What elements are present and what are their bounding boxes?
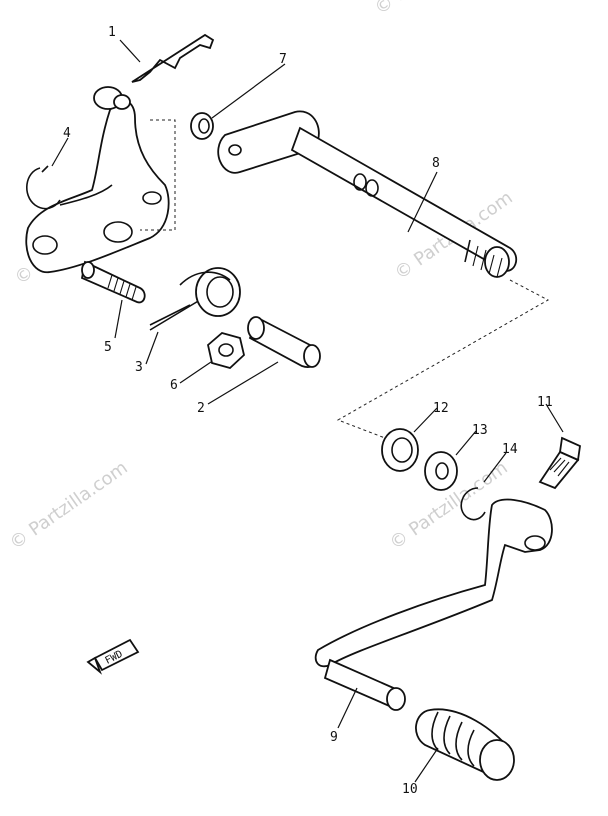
callout-4: 4 [63,126,71,141]
callout-14: 14 [502,442,518,457]
watermark-3: © Partzilla.com [6,457,132,554]
part-8-shift-shaft [217,110,518,278]
callout-3: 3 [135,360,143,375]
callout-11: 11 [537,395,553,410]
part-3-spring [149,267,241,331]
part-9-shift-pedal [314,498,553,711]
watermark-5: © Partzilla.com [371,0,497,19]
part-13-washer [424,451,458,491]
part-6-nut [207,332,245,370]
part-12-oil-seal [381,428,419,472]
leader-lines [51,39,564,783]
part-4-circlip [26,165,61,210]
part-7-washer [190,112,214,140]
callout-12: 12 [433,401,449,416]
callout-1: 1 [108,25,116,40]
callout-6: 6 [170,378,178,393]
callout-10: 10 [402,782,418,797]
assembly-guide-line [336,279,550,439]
callout-8: 8 [432,156,440,171]
callout-2: 2 [197,401,205,416]
part-2-pin [247,316,321,368]
callout-9: 9 [330,730,338,745]
part-1-shift-arm [25,33,215,273]
part-10-foot-rubber [415,708,515,781]
fwd-arrow-icon: FWD [86,638,140,675]
part-11-bolt [538,436,581,490]
callout-5: 5 [104,340,112,355]
callout-7: 7 [279,52,287,67]
part-14-circlip [460,487,486,521]
callout-13: 13 [472,423,488,438]
callout-numbers: 1 2 3 4 5 6 7 8 9 10 11 12 13 14 [63,25,553,797]
part-5-bolt [80,260,146,304]
